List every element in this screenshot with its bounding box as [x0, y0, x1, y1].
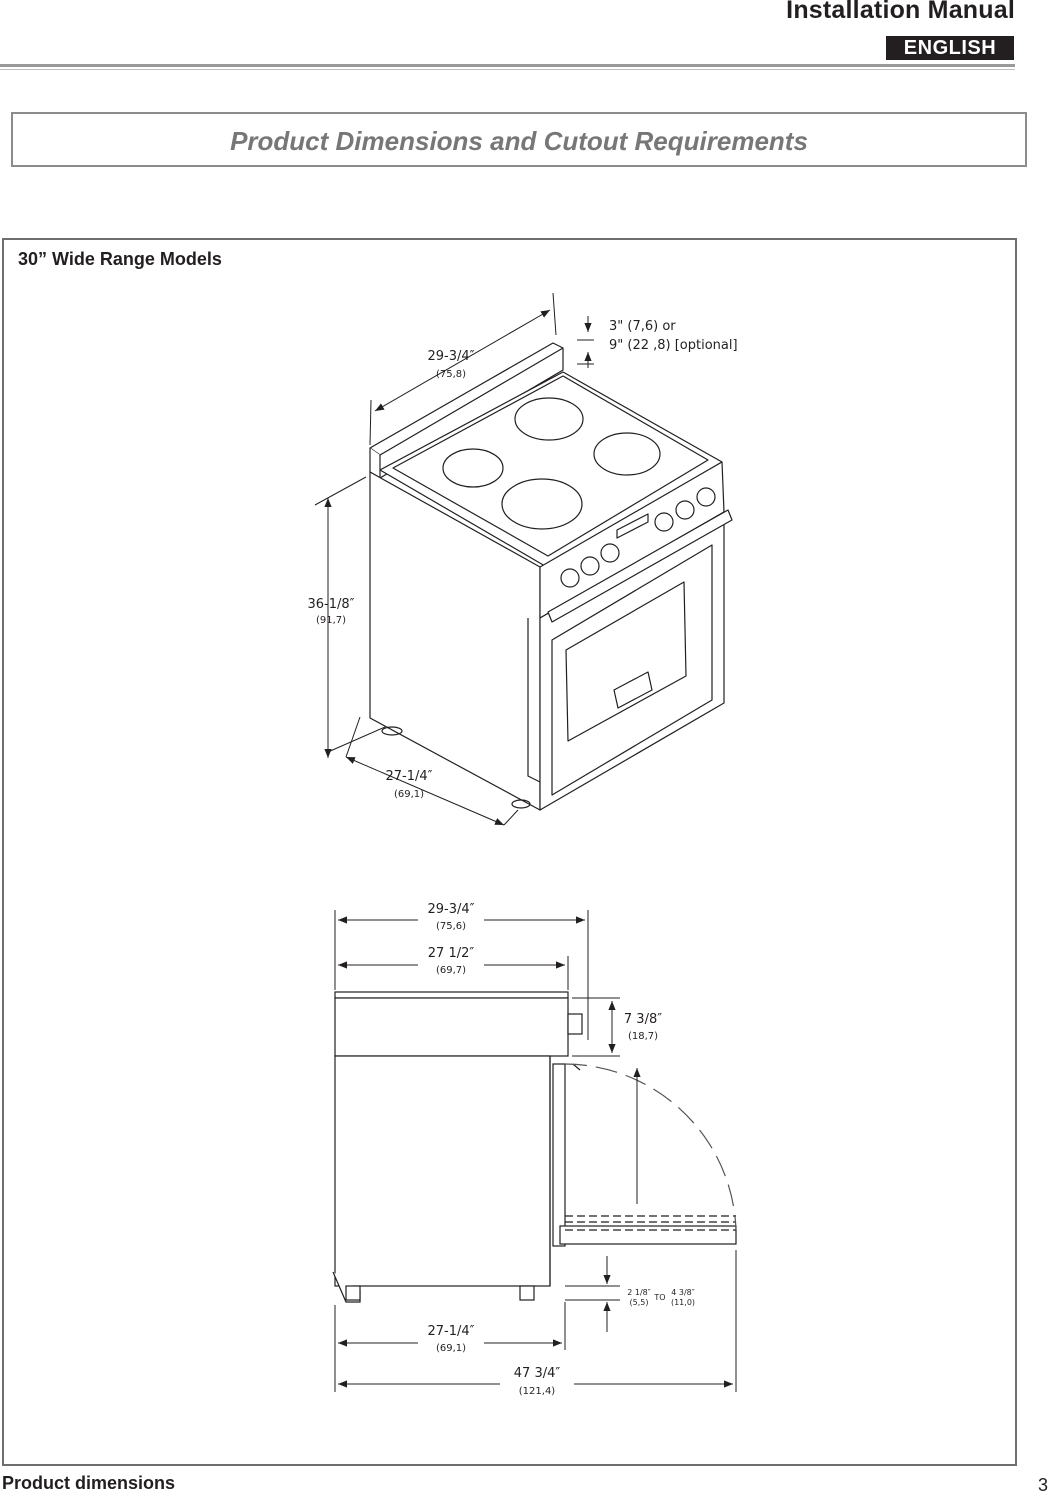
backguard-height-line2: 9" (22 ,8) [optional] [609, 338, 738, 353]
leg-max-cm: (11,0) [671, 1298, 695, 1307]
iso-height-cm: (91,7) [316, 615, 346, 626]
language-badge: ENGLISH [886, 36, 1014, 60]
body-depth-inches: 27 1/2″ [428, 946, 475, 961]
base-depth-inches: 27-1/4″ [427, 1324, 474, 1339]
leg-to: TO [653, 1293, 665, 1302]
backguard-height-line1: 3" (7,6) or [609, 319, 676, 334]
control-height-cm: (18,7) [628, 1031, 658, 1042]
side-view-drawing [332, 991, 737, 1303]
door-open-depth-inches: 47 3/4″ [514, 1366, 561, 1381]
section-title: Product Dimensions and Cutout Requiremen… [230, 126, 808, 156]
leg-min-inches: 2 1/8″ [627, 1288, 651, 1297]
manual-title: Installation Manual [786, 0, 1015, 24]
leg-max-inches: 4 3/8″ [671, 1288, 695, 1297]
isometric-range-drawing [369, 342, 733, 811]
header-rule [0, 64, 1015, 67]
control-height-inches: 7 3/8″ [624, 1012, 662, 1027]
iso-width-cm: (75,8) [436, 369, 466, 380]
door-open-depth-cm: (121,4) [519, 1386, 556, 1397]
leg-min-cm: (5,5) [630, 1298, 649, 1307]
overall-depth-cm: (75,6) [436, 921, 466, 932]
range-models-panel [2, 238, 1017, 1466]
body-depth-cm: (69,7) [436, 965, 466, 976]
iso-height-inches: 36-1/8″ [307, 597, 354, 612]
section-title-box: Product Dimensions and Cutout Requiremen… [11, 112, 1027, 167]
iso-depth-inches: 27-1/4″ [385, 769, 432, 784]
iso-width-inches: 29-3/4″ [427, 349, 474, 364]
header-rule-thin [0, 69, 1015, 70]
panel-title: 30” Wide Range Models [18, 249, 222, 269]
iso-dimension-lines [314, 292, 594, 826]
figure-caption: Product dimensions [2, 1473, 176, 1493]
overall-depth-inches: 29-3/4″ [427, 902, 474, 917]
iso-depth-cm: (69,1) [394, 789, 424, 800]
base-depth-cm: (69,1) [436, 1343, 466, 1354]
page-number: 3 [1038, 1475, 1049, 1495]
